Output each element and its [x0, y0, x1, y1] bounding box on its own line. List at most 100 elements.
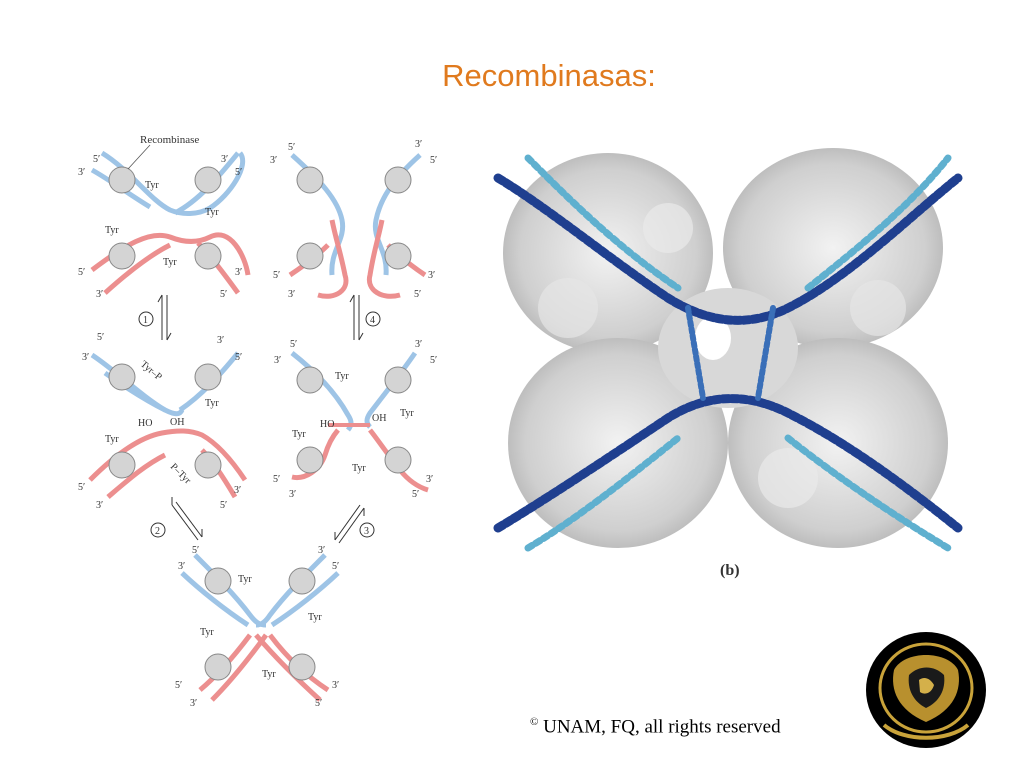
tyr-p-label: Tyr–P [138, 359, 164, 383]
oh-label: OH [372, 413, 386, 424]
prime-label: 5′ [273, 270, 280, 281]
prime-label: 3′ [426, 474, 433, 485]
step-4-equilibrium: 4 [349, 294, 381, 341]
prime-label: 5′ [78, 267, 85, 278]
step-number: 1 [143, 315, 148, 326]
recombinase-structure-render [493, 148, 963, 552]
step-3-equilibrium: 3 [334, 504, 375, 544]
copyright-symbol: © [530, 716, 539, 728]
panel-cleavage: Tyr–P Tyr Tyr P–Tyr HO OH 3′ 5′ 3′ 5′ 5′… [78, 332, 248, 511]
prime-label: 3′ [235, 267, 242, 278]
prime-label: 3′ [190, 698, 197, 709]
recombinase-sphere [296, 166, 324, 194]
step-2-equilibrium: 2 [150, 497, 203, 541]
prime-label: 3′ [428, 270, 435, 281]
prime-label: 3′ [217, 335, 224, 346]
prime-label: 3′ [270, 155, 277, 166]
prime-label: 3′ [332, 680, 339, 691]
prime-label: 3′ [96, 289, 103, 300]
prime-label: 5′ [430, 155, 437, 166]
panel-second-cleavage: Tyr Tyr Tyr Tyr HO OH 5′ 3′ 3′ 5′ 5′ 3′ … [273, 339, 437, 500]
prime-label: 5′ [235, 352, 242, 363]
recombinase-sphere [108, 166, 136, 194]
prime-label: 5′ [412, 489, 419, 500]
recombinase-sphere [296, 242, 324, 270]
tyr-label: Tyr [262, 669, 276, 680]
prime-label: 3′ [234, 485, 241, 496]
prime-label: 3′ [318, 545, 325, 556]
tyr-label: Tyr [205, 207, 219, 218]
recombinase-sphere [288, 653, 316, 681]
prime-label: 3′ [178, 561, 185, 572]
copyright-text: UNAM, FQ, all rights reserved [543, 716, 781, 738]
tyr-label: Tyr [400, 408, 414, 419]
prime-label: 5′ [220, 289, 227, 300]
ho-label: HO [320, 419, 334, 430]
recombination-mechanism-diagram: Recombinase Tyr Tyr Tyr Tyr 5′ 3′ 3′ 5′ … [78, 134, 437, 709]
tyr-label: Tyr [292, 429, 306, 440]
prime-label: 5′ [97, 332, 104, 343]
recombinase-sphere [384, 366, 412, 394]
tyr-label: Tyr [105, 225, 119, 236]
tyr-label: Tyr [200, 627, 214, 638]
prime-label: 5′ [332, 561, 339, 572]
tyr-label: Tyr [145, 180, 159, 191]
recombinase-sphere [204, 653, 232, 681]
prime-label: 3′ [274, 355, 281, 366]
recombinase-sphere [194, 166, 222, 194]
prime-label: 3′ [82, 352, 89, 363]
prime-label: 5′ [288, 142, 295, 153]
prime-label: 3′ [289, 489, 296, 500]
recombinase-sphere [108, 242, 136, 270]
prime-label: 3′ [288, 289, 295, 300]
prime-label: 5′ [273, 474, 280, 485]
oh-label: OH [170, 417, 184, 428]
structure-panel-label: (b) [720, 562, 740, 579]
tyr-label: Tyr [335, 371, 349, 382]
p-tyr-label: P–Tyr [168, 461, 193, 486]
prime-label: 5′ [290, 339, 297, 350]
prime-label: 3′ [415, 139, 422, 150]
prime-label: 3′ [415, 339, 422, 350]
recombinase-sphere [384, 446, 412, 474]
step-number: 3 [364, 526, 369, 537]
tyr-label: Tyr [163, 257, 177, 268]
recombinase-sphere [296, 366, 324, 394]
prime-label: 3′ [221, 154, 228, 165]
recombinase-sphere [384, 242, 412, 270]
step-number: 4 [370, 315, 375, 326]
prime-label: 5′ [78, 482, 85, 493]
tyr-label: Tyr [352, 463, 366, 474]
prime-label: 5′ [192, 545, 199, 556]
recombinase-sphere [384, 166, 412, 194]
prime-label: 3′ [78, 167, 85, 178]
panel-holliday-junction: Tyr Tyr Tyr Tyr 5′ 3′ 3′ 5′ 5′ 3′ 3′ 5′ [175, 545, 340, 709]
prime-label: 5′ [93, 154, 100, 165]
step-1-equilibrium: 1 [138, 294, 172, 341]
ho-label: HO [138, 418, 152, 429]
prime-label: 3′ [96, 500, 103, 511]
prime-label: 5′ [220, 500, 227, 511]
recombinase-sphere [194, 451, 222, 479]
recombinase-sphere [204, 567, 232, 595]
panel-initial-complex: Recombinase Tyr Tyr Tyr Tyr 5′ 3′ 3′ 5′ … [78, 134, 251, 300]
recombinase-sphere [288, 567, 316, 595]
prime-label: 5′ [235, 167, 242, 178]
recombinase-sphere [296, 446, 324, 474]
dna-strands [493, 154, 963, 552]
recombinase-sphere [194, 242, 222, 270]
tyr-label: Tyr [238, 574, 252, 585]
panel-resolved-products: 5′ 3′ 3′ 5′ 5′ 3′ 3′ 5′ [270, 139, 437, 300]
recombinase-sphere [108, 363, 136, 391]
recombinase-sphere [194, 363, 222, 391]
recombinase-label: Recombinase [140, 134, 199, 146]
tyr-label: Tyr [308, 612, 322, 623]
unam-seal-icon [866, 632, 986, 748]
slide-title: Recombinasas: [442, 58, 656, 93]
step-number: 2 [155, 526, 160, 537]
prime-label: 5′ [430, 355, 437, 366]
prime-label: 5′ [175, 680, 182, 691]
tyr-label: Tyr [205, 398, 219, 409]
prime-label: 5′ [414, 289, 421, 300]
tyr-label: Tyr [105, 434, 119, 445]
